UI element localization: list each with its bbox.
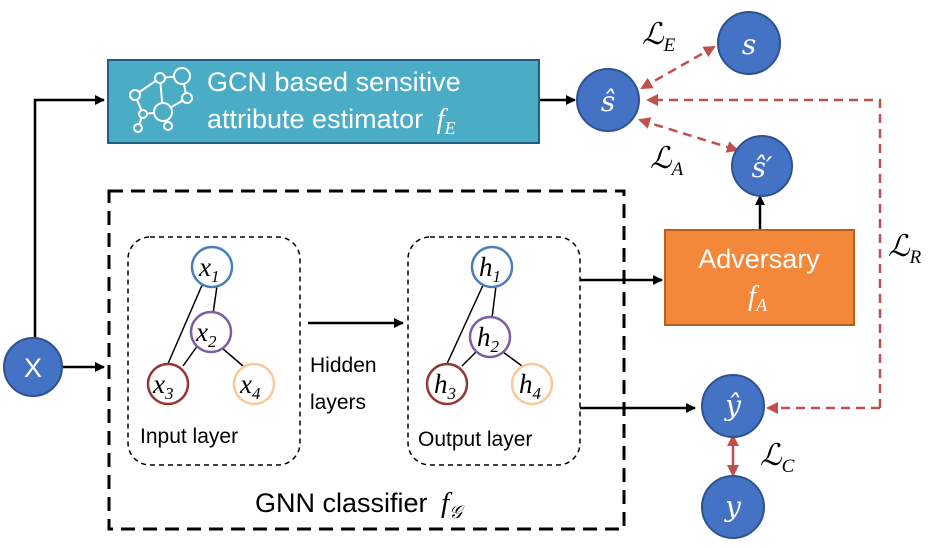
svg-text:y: y <box>723 490 742 523</box>
classifier-label: GNN classifier f𝒢 <box>255 487 465 522</box>
estimator-label-line2: attribute estimator fE <box>207 103 456 138</box>
loss-a-label: ℒA <box>650 142 684 180</box>
node-x3-label: x3 <box>152 369 173 403</box>
loss-a-arrow <box>638 117 739 153</box>
svg-text:ŝ: ŝ <box>601 85 615 118</box>
classifier-box[interactable]: GNN classifier f𝒢 <box>107 189 626 531</box>
svg-text:ŷ: ŷ <box>723 389 742 422</box>
loss-e-label: ℒE <box>642 18 676 56</box>
node-y[interactable]: y <box>701 475 765 539</box>
node-x2 <box>189 310 233 354</box>
adversary-label: Adversary <box>698 244 820 274</box>
svg-text:ŝ′: ŝ′ <box>752 151 773 184</box>
node-h4 <box>510 362 554 406</box>
node-s-hat-prime[interactable]: ŝ′ <box>731 135 793 197</box>
node-h2-label: h2 <box>477 322 500 356</box>
node-h1 <box>470 245 514 289</box>
node-h3 <box>425 362 469 406</box>
hidden-layers-line1: Hidden <box>310 354 377 377</box>
node-h4-label: h4 <box>519 369 542 403</box>
network-people-icon <box>129 67 193 133</box>
loss-r-label: ℒR <box>888 230 922 268</box>
node-s[interactable]: s <box>717 11 781 75</box>
output-layer-caption: Output layer <box>418 428 532 451</box>
svg-text:X: X <box>24 353 42 383</box>
node-x3 <box>146 362 190 406</box>
input-layer-caption: Input layer <box>140 425 238 448</box>
estimator-box[interactable]: GCN based sensitive attribute estimator … <box>107 59 540 144</box>
output-graph: h1 h2 h3 h4 Output layer <box>407 236 581 466</box>
hidden-layers-line2: layers <box>310 391 366 414</box>
loss-c-label: ℒC <box>760 439 795 477</box>
loss-e-arrow <box>640 45 716 90</box>
node-y-hat[interactable]: ŷ <box>701 374 765 438</box>
node-h1-label: h1 <box>479 252 501 286</box>
estimator-label-line1: GCN based sensitive <box>207 67 461 97</box>
node-x4 <box>232 362 276 406</box>
input-graph: x1 x2 x3 x4 Input layer <box>127 236 301 466</box>
red-dashed-arrows <box>638 45 882 477</box>
loss-r-arrow <box>646 94 882 408</box>
node-s-hat[interactable]: ŝ <box>576 68 640 132</box>
node-X[interactable]: X <box>3 337 63 397</box>
node-x4-label: x4 <box>239 369 261 403</box>
node-x1-label: x1 <box>198 252 219 286</box>
black-arrows <box>33 95 765 413</box>
node-h3-label: h3 <box>434 369 456 403</box>
node-x1 <box>190 245 234 289</box>
adversary-box[interactable]: Adversary fA <box>664 229 855 326</box>
svg-text:s: s <box>742 28 756 61</box>
node-h2 <box>468 315 512 359</box>
node-x2-label: x2 <box>195 317 217 351</box>
arrow-x-to-estimator <box>33 95 105 340</box>
